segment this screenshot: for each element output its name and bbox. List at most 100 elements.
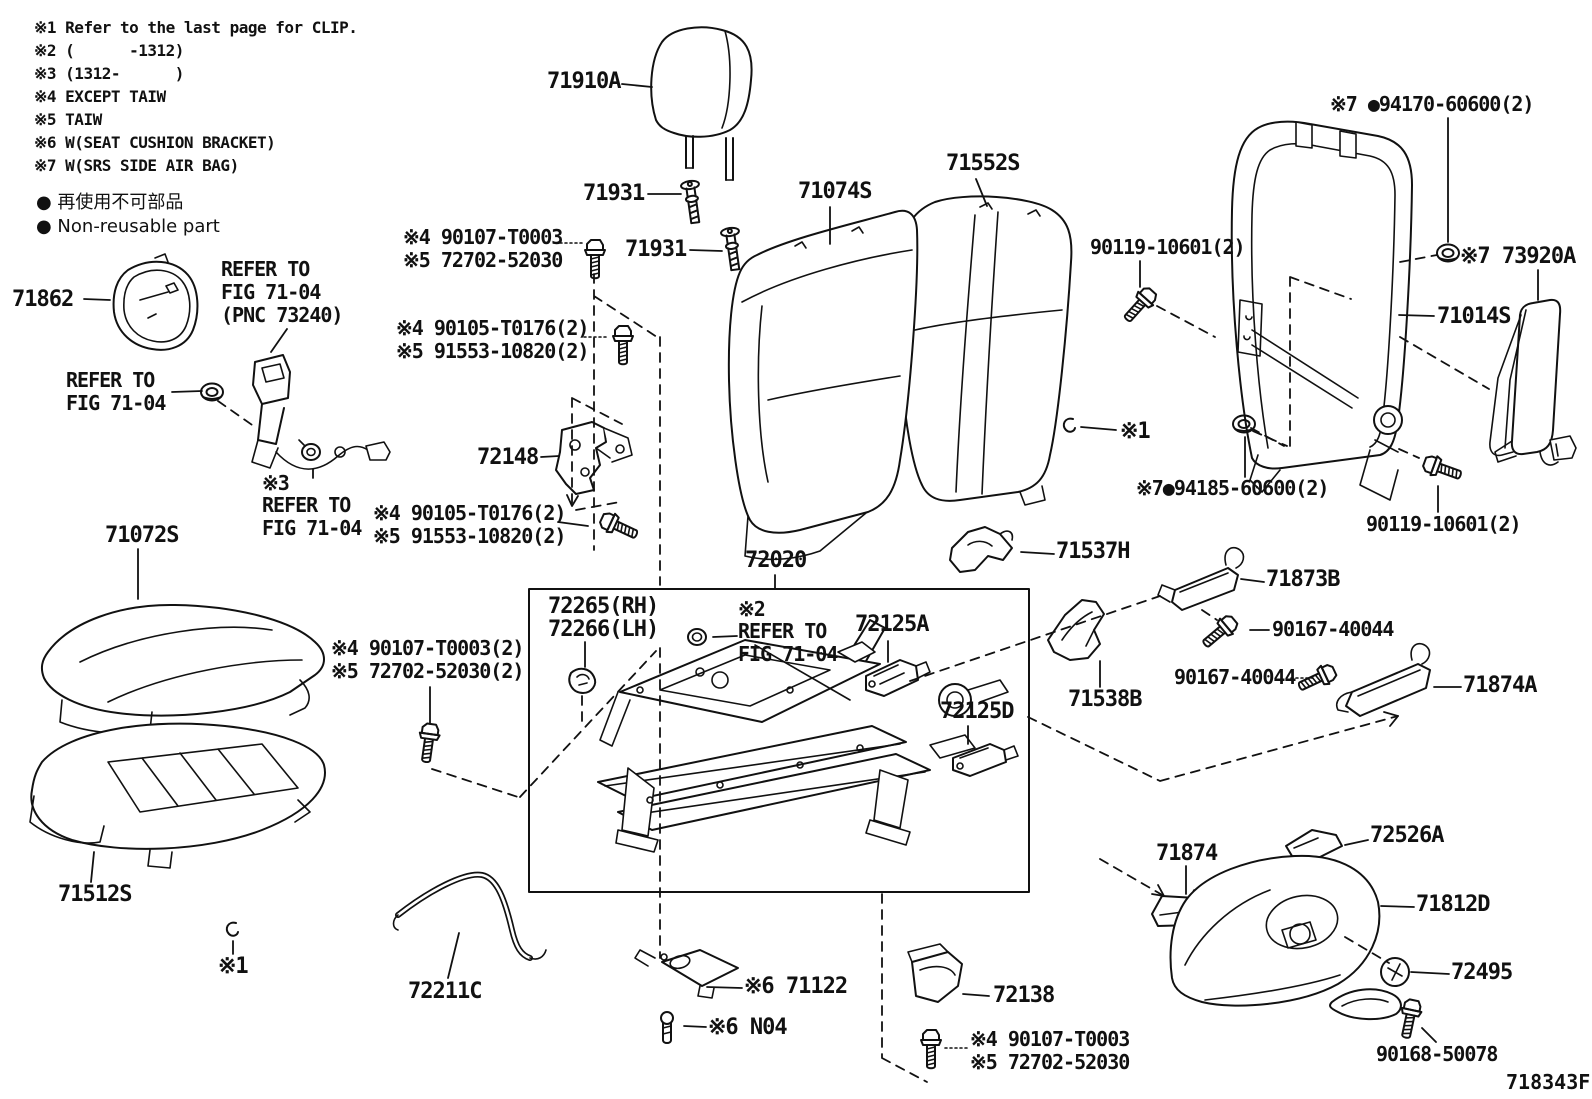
callout-90167-40044-lower[interactable]: 90167-40044 <box>1174 665 1296 689</box>
callout-72495[interactable]: 72495 <box>1451 960 1513 985</box>
note-1: ※1 Refer to the last page for CLIP. <box>34 18 358 37</box>
cover-72526a <box>1285 829 1343 858</box>
note-3: ※3 (1312- ) <box>34 64 184 83</box>
screw-n04 <box>660 1011 674 1044</box>
reclining-cover-71862 <box>112 253 199 351</box>
figure-code: 718343F <box>1506 1070 1591 1094</box>
seat-back-frame-71014s <box>1230 120 1413 501</box>
bracket-71122 <box>634 949 739 999</box>
knob-72495 <box>1380 957 1410 987</box>
callout-90107-t0003-top[interactable]: ※4 90107-T0003 <box>403 225 563 249</box>
bolt-90107-t0003-bottom <box>920 1029 942 1070</box>
side-airbag-73920a <box>1489 298 1577 466</box>
callout-90107-t0003-2[interactable]: ※4 90107-T0003(2) <box>331 636 524 660</box>
callout-71874[interactable]: 71874 <box>1156 841 1218 866</box>
bolt-90105-t0176-lower <box>596 508 642 545</box>
callout-71552s[interactable]: 71552S <box>946 151 1020 176</box>
seat-back-cover-71074s <box>727 209 919 561</box>
seat-back-cover-71552s <box>897 195 1073 506</box>
callout-90167-40044-upper[interactable]: 90167-40044 <box>1272 617 1394 641</box>
slide-part-72125d <box>952 743 1019 777</box>
legend-non-reusable-jp: ● 再使用不可部品 <box>36 192 184 213</box>
headrest-support-71931-a <box>679 178 706 225</box>
legend-non-reusable-en: ● Non-reusable part <box>36 216 220 237</box>
clip-note3 <box>298 439 321 461</box>
callout-91553-10820-lower[interactable]: ※5 91553-10820(2) <box>373 524 566 548</box>
callout-note2: ※2 <box>738 597 766 621</box>
callout-71537h[interactable]: 71537H <box>1056 539 1130 564</box>
callout-72702-52030-bottom[interactable]: ※5 72702-52030 <box>970 1050 1130 1074</box>
bracket-71537h <box>949 526 1014 573</box>
note-5: ※5 TAIW <box>34 110 102 129</box>
callout-72138[interactable]: 72138 <box>993 983 1055 1008</box>
callout-91553-10820-upper[interactable]: ※5 91553-10820(2) <box>396 339 589 363</box>
callout-71910a[interactable]: 71910A <box>547 69 621 94</box>
callout-73920a[interactable]: ※7 73920A <box>1460 244 1576 269</box>
callout-90105-t0176-lower[interactable]: ※4 90105-T0176(2) <box>373 501 566 525</box>
seat-adjuster-72020 <box>597 619 1009 853</box>
note-2: ※2 ( -1312) <box>34 41 184 60</box>
callout-71074s[interactable]: 71074S <box>798 179 872 204</box>
callout-72211c[interactable]: 72211C <box>408 979 482 1004</box>
callout-71122[interactable]: ※6 71122 <box>744 974 848 999</box>
callout-94185-60600[interactable]: ※7●94185-60600(2) <box>1136 476 1329 500</box>
callout-note1-bottom[interactable]: ※1 <box>218 954 249 979</box>
slide-motor-72125a <box>865 659 931 697</box>
callout-71873b[interactable]: 71873B <box>1266 567 1340 592</box>
screw-90167-40044-upper <box>1197 611 1242 654</box>
callout-94170-60600[interactable]: ※7 ●94170-60600(2) <box>1330 92 1534 116</box>
callout-refer-note3-1: REFER TO <box>262 493 351 517</box>
note-6: ※6 W(SEAT CUSHION BRACKET) <box>34 133 276 152</box>
bolt-90119-10601-bottom <box>1420 451 1465 486</box>
callout-refer-note2-1: REFER TO <box>738 619 827 643</box>
callout-72148[interactable]: 72148 <box>477 445 539 470</box>
assembly-dashed-lines <box>217 254 1490 1083</box>
callout-72125a[interactable]: 72125A <box>855 612 929 637</box>
seat-cushion-cover-71072s <box>40 603 325 735</box>
callout-71874a[interactable]: 71874A <box>1463 673 1537 698</box>
callout-90168-50078[interactable]: 90168-50078 <box>1376 1042 1498 1066</box>
callout-note1-right[interactable]: ※1 <box>1120 419 1151 444</box>
callout-71931-b[interactable]: 71931 <box>625 237 687 262</box>
callout-71931-a[interactable]: 71931 <box>583 181 645 206</box>
clip-note1-right <box>1062 417 1076 433</box>
callout-n04[interactable]: ※6 N04 <box>708 1015 788 1040</box>
callout-71538b[interactable]: 71538B <box>1068 687 1142 712</box>
nut-94170-60600 <box>1436 243 1460 263</box>
buckle-nut <box>200 382 224 402</box>
callout-refer-left-2: FIG 71-04 <box>66 391 166 415</box>
rail-cover-71874a <box>1336 642 1431 717</box>
callout-72526a[interactable]: 72526A <box>1370 823 1444 848</box>
callout-71512s[interactable]: 71512S <box>58 882 132 907</box>
reclining-handle <box>1329 988 1402 1020</box>
callout-refer-note2-2: FIG 71-04 <box>738 642 838 666</box>
callout-72020[interactable]: 72020 <box>745 548 807 573</box>
callout-71862[interactable]: 71862 <box>12 287 74 312</box>
callout-72125d[interactable]: 72125D <box>940 699 1014 724</box>
bolt-90105-t0176-upper <box>612 325 634 366</box>
callout-72702-52030-top[interactable]: ※5 72702-52030 <box>403 248 563 272</box>
callout-90107-t0003-bottom[interactable]: ※4 90107-T0003 <box>970 1027 1130 1051</box>
callout-refer-left-1: REFER TO <box>66 368 155 392</box>
belt-buckle-assembly <box>251 354 391 470</box>
callout-refer-note3-2: FIG 71-04 <box>262 516 362 540</box>
clip-72265-72266 <box>568 667 597 694</box>
callout-90119-10601-top[interactable]: 90119-10601(2) <box>1090 235 1246 259</box>
callout-71072s[interactable]: 71072S <box>105 523 179 548</box>
note-7: ※7 W(SRS SIDE AIR BAG) <box>34 156 239 175</box>
headrest-support-71931-b <box>719 225 746 272</box>
seat-shield-71812d <box>1169 854 1381 1007</box>
leader-lines <box>83 83 1539 1049</box>
callout-refer-pnc-1: REFER TO <box>221 257 310 281</box>
callout-72266-lh[interactable]: 72266(LH) <box>548 617 659 642</box>
callout-90119-10601-bottom[interactable]: 90119-10601(2) <box>1366 512 1522 536</box>
callout-72702-52030-2[interactable]: ※5 72702-52030(2) <box>331 659 524 683</box>
callout-90105-t0176-upper[interactable]: ※4 90105-T0176(2) <box>396 316 589 340</box>
callout-71812d[interactable]: 71812D <box>1416 892 1490 917</box>
callout-71014s[interactable]: 71014S <box>1437 304 1511 329</box>
bolt-90107-t0003-cushion <box>414 721 443 765</box>
callout-72265-rh[interactable]: 72265(RH) <box>548 594 659 619</box>
callout-refer-pnc-2: FIG 71-04 <box>221 280 321 304</box>
clip-note1-bottom <box>225 921 239 937</box>
